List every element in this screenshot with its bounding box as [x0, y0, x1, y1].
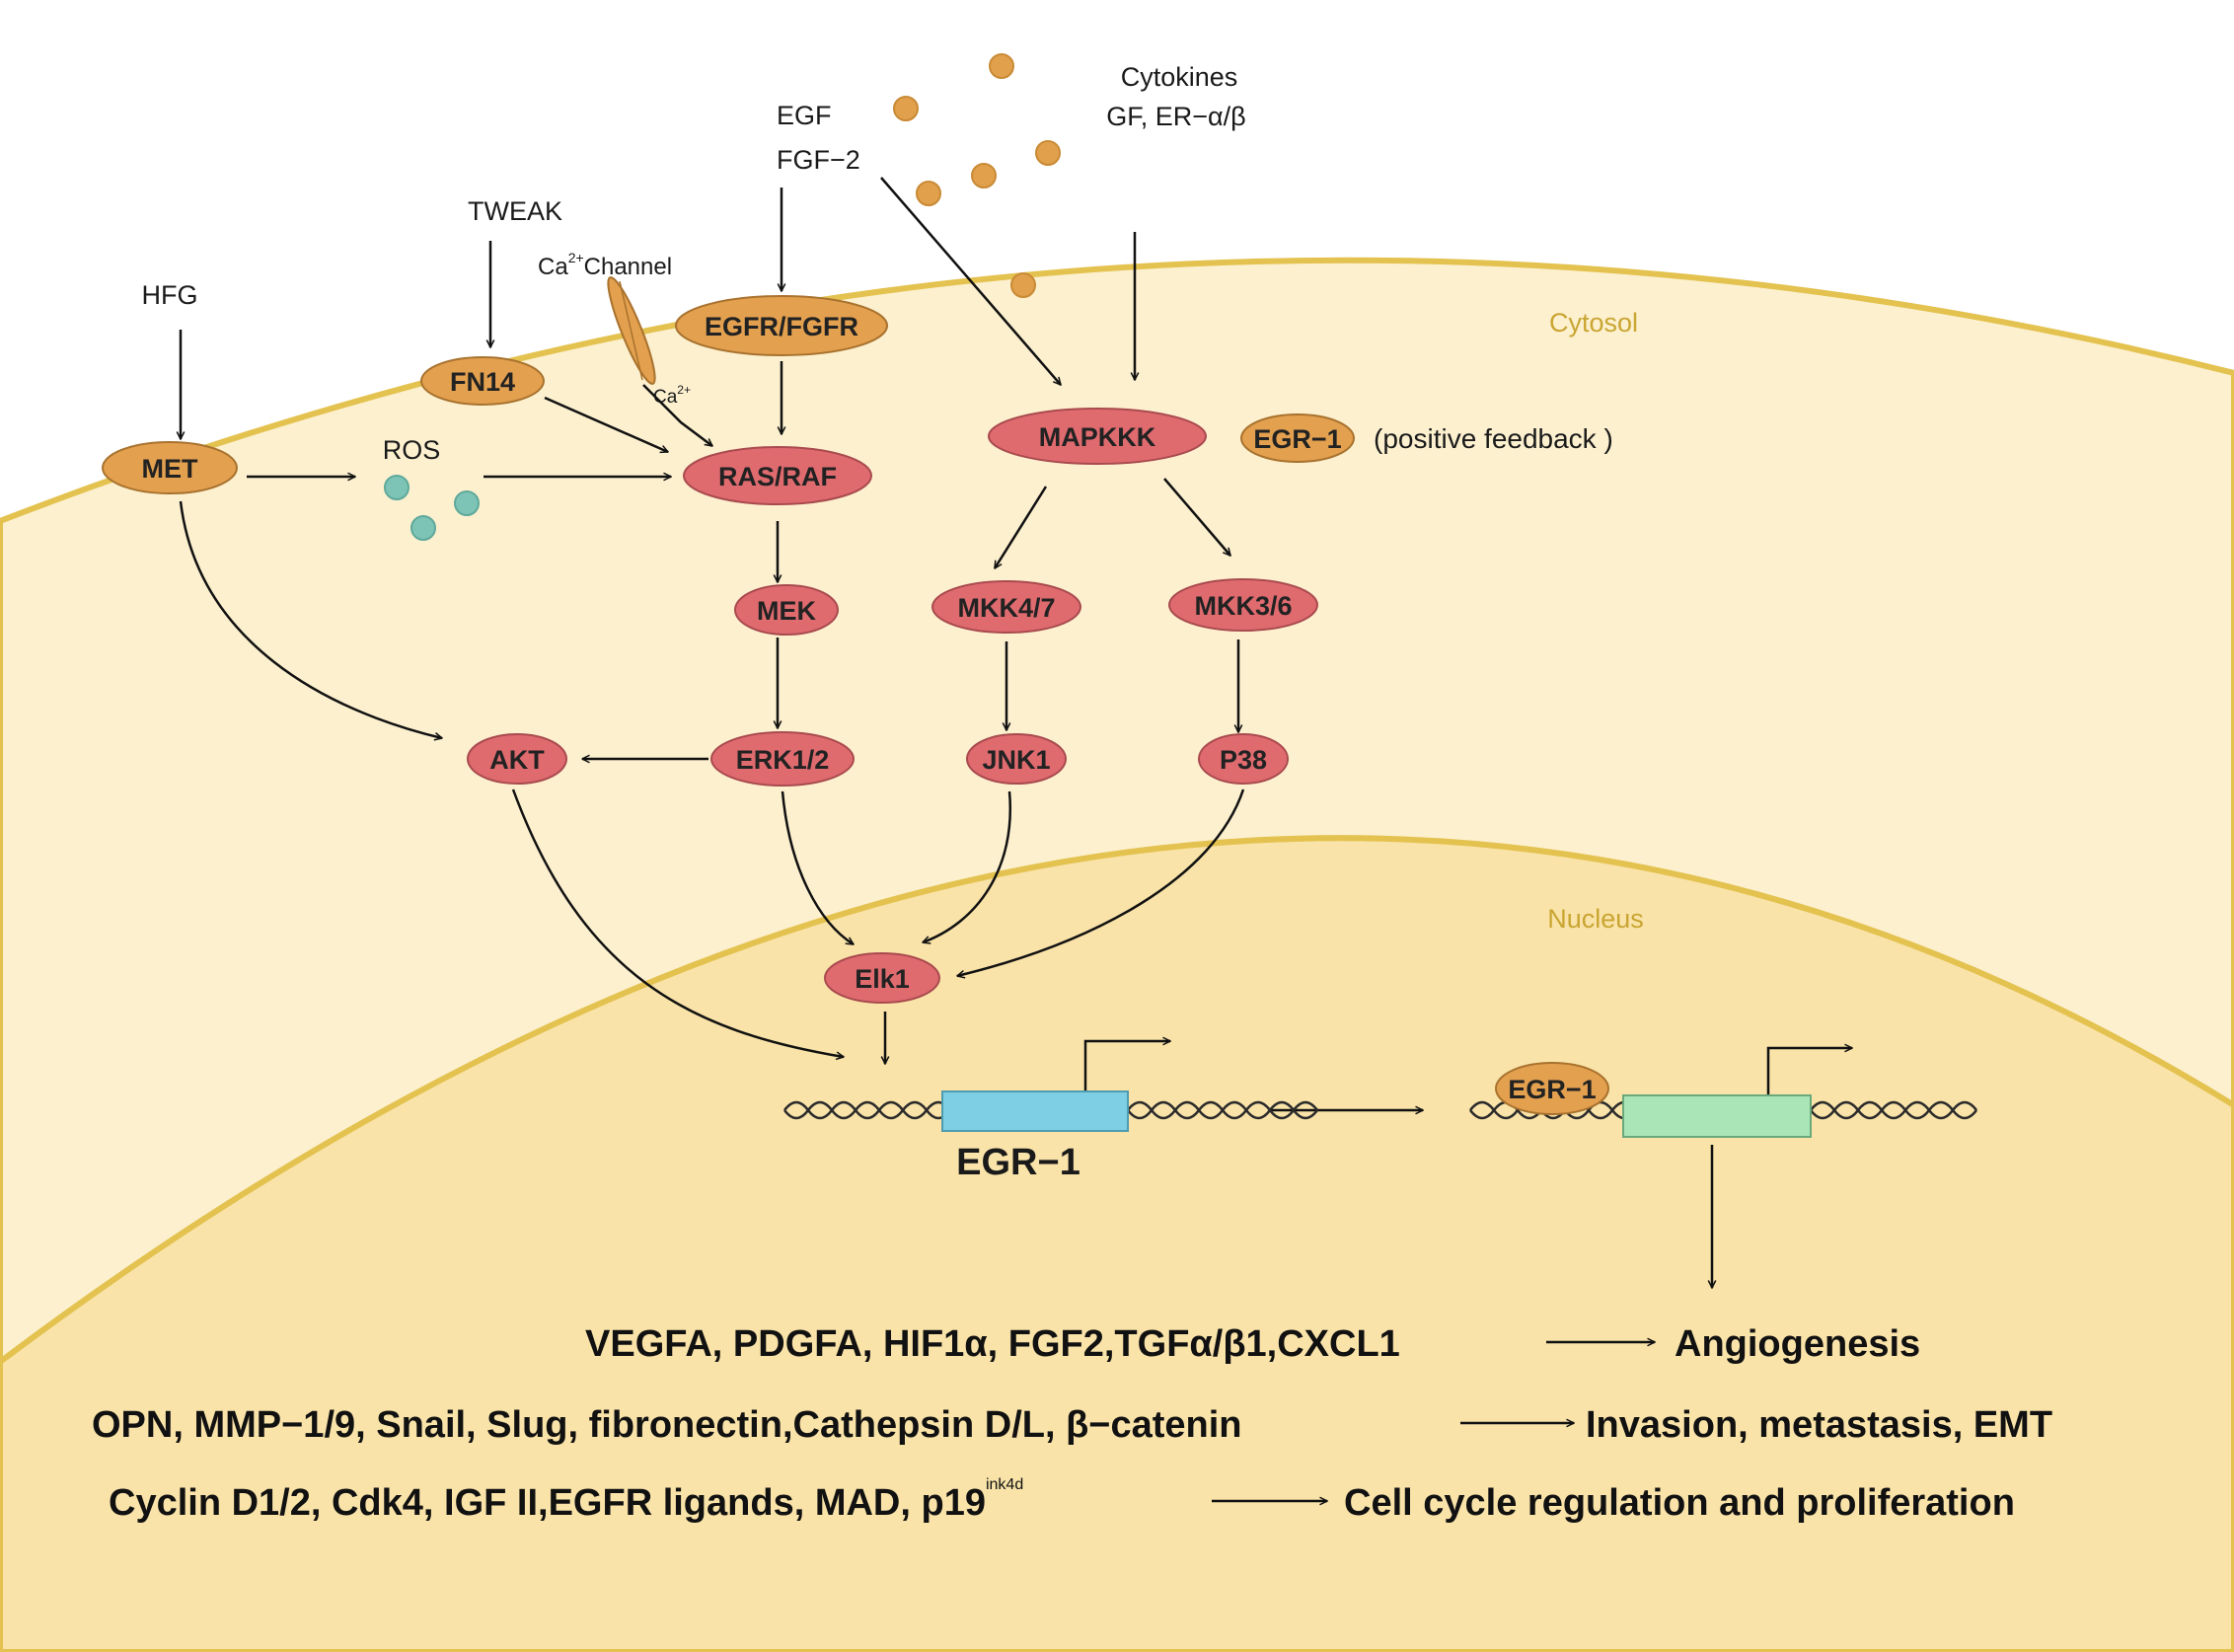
node-mkk47: MKK4/7 — [931, 580, 1081, 634]
node-egr1-feedback: EGR−1 — [1240, 413, 1355, 463]
node-fn14: FN14 — [420, 356, 545, 406]
outcome-row-invasion: OPN, MMP−1/9, Snail, Slug, fibronectin,C… — [92, 1404, 2052, 1446]
tss-arrow-target — [1766, 1048, 1852, 1095]
svg-text:Elk1: Elk1 — [855, 964, 910, 994]
svg-text:MKK4/7: MKK4/7 — [957, 593, 1055, 623]
svg-text:FN14: FN14 — [450, 367, 515, 397]
svg-text:JNK1: JNK1 — [982, 745, 1050, 775]
outcome-row-angiogenesis: VEGFA, PDGFA, HIF1α, FGF2,TGFα/β1,CXCL1 … — [585, 1323, 1920, 1365]
cytokine-particles — [893, 53, 1061, 298]
svg-text:MAPKKK: MAPKKK — [1039, 422, 1156, 452]
node-erk12: ERK1/2 — [710, 731, 855, 787]
tss-arrow-egr1 — [1083, 1041, 1170, 1095]
positive-feedback-note: (positive feedback ) — [1374, 423, 1613, 454]
cytokines-label: Cytokines — [1121, 62, 1238, 92]
svg-text:Invasion, metastasis, EMT: Invasion, metastasis, EMT — [1586, 1404, 2052, 1446]
svg-text:EGR−1: EGR−1 — [1253, 424, 1341, 454]
node-p38: P38 — [1198, 733, 1289, 785]
node-egfr-fgfr: EGFR/FGFR — [675, 295, 888, 356]
ros-particles — [384, 475, 480, 541]
target-gene-box — [1622, 1094, 1812, 1138]
svg-text:Cyclin D1/2, Cdk4, IGF II,EGFR: Cyclin D1/2, Cdk4, IGF II,EGFR ligands, … — [109, 1476, 1023, 1524]
node-mapkkk: MAPKKK — [988, 408, 1207, 465]
node-mkk36: MKK3/6 — [1168, 578, 1318, 632]
node-ras-raf: RAS/RAF — [683, 446, 872, 505]
tweak-label: TWEAK — [468, 196, 562, 226]
ca-channel-label: Ca2+Channel — [538, 250, 672, 280]
svg-text:ERK1/2: ERK1/2 — [736, 745, 830, 775]
svg-text:Cell cycle regulation and prol: Cell cycle regulation and proliferation — [1344, 1482, 2015, 1524]
egr1-gene-label: EGR−1 — [956, 1142, 1080, 1183]
fgf2-label: FGF−2 — [777, 145, 860, 175]
pathway-arrows — [181, 177, 1712, 1501]
egf-label: EGF — [777, 101, 832, 130]
node-met: MET — [102, 441, 238, 494]
ca-channel — [607, 276, 656, 385]
svg-text:MEK: MEK — [757, 596, 817, 626]
svg-text:MKK3/6: MKK3/6 — [1194, 591, 1292, 621]
svg-text:AKT: AKT — [489, 745, 545, 775]
svg-text:P38: P38 — [1220, 745, 1267, 775]
ros-label: ROS — [383, 435, 441, 465]
svg-text:Angiogenesis: Angiogenesis — [1675, 1323, 1920, 1365]
cytosol-label: Cytosol — [1549, 308, 1638, 338]
svg-text:RAS/RAF: RAS/RAF — [718, 462, 837, 491]
svg-text:VEGFA, PDGFA, HIF1α, FGF2,TGFα: VEGFA, PDGFA, HIF1α, FGF2,TGFα/β1,CXCL1 — [585, 1323, 1400, 1365]
node-jnk1: JNK1 — [966, 733, 1067, 785]
node-mek: MEK — [734, 584, 839, 636]
node-egr1-bound: EGR−1 — [1495, 1062, 1609, 1115]
hfg-label: HFG — [142, 280, 198, 310]
outcome-row-cell-cycle: Cyclin D1/2, Cdk4, IGF II,EGFR ligands, … — [109, 1476, 2015, 1524]
dna-egr1 — [783, 1100, 1318, 1120]
node-elk1: Elk1 — [824, 952, 940, 1004]
node-akt: AKT — [467, 733, 567, 785]
nucleus-region — [0, 835, 2234, 1652]
svg-text:OPN, MMP−1/9, Snail, Slug, fib: OPN, MMP−1/9, Snail, Slug, fibronectin,C… — [92, 1404, 1242, 1446]
svg-text:EGFR/FGFR: EGFR/FGFR — [705, 312, 858, 341]
svg-text:EGR−1: EGR−1 — [1508, 1075, 1596, 1104]
egr1-gene-box — [941, 1090, 1129, 1132]
nucleus-label: Nucleus — [1547, 904, 1644, 934]
svg-text:MET: MET — [142, 454, 199, 484]
cytokines-sub-label: GF, ER−α/β — [1106, 102, 1245, 131]
